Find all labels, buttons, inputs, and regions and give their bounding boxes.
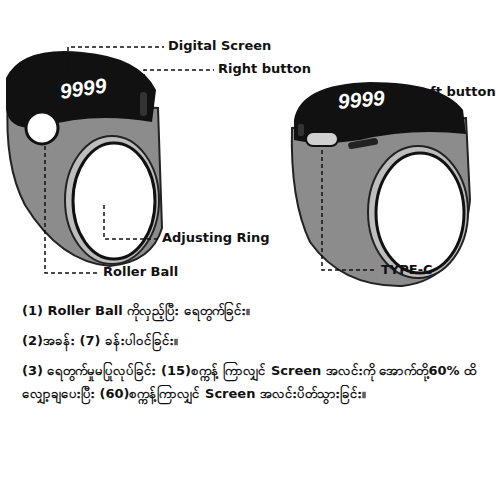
part-label: Roller Ball [103,264,178,279]
instruction-note: (2)အခန်း (7) ခန်းပါဝင်ခြင်း။ [22,330,487,353]
roller-ball [26,112,58,144]
leader-line [104,205,158,239]
instruction-note: (3) ရေတွက်မှုမပြုလုပ်ခြင်း (15)စက္ကန့် က… [22,360,482,406]
type-c-port [306,132,338,146]
leader-line [45,146,99,273]
button-edge [298,124,304,136]
right-button [140,92,147,116]
part-label: Adjusting Ring [162,230,270,245]
counter-body [292,118,470,286]
adjusting-ring-rim [65,136,159,264]
instruction-note: (1) Roller Ball ကိုလှည့်ပြီး ရေတွက်ခြင်း… [22,300,487,323]
leader-line [455,103,457,132]
part-label: Digital Screen [168,38,271,53]
leader-lines [45,47,456,273]
counter-cap [6,51,156,128]
part-label: Right button [218,61,311,76]
screen-digits: 9999 [337,86,386,114]
leader-line [144,70,214,92]
part-label: Left button [413,84,496,99]
leader-line [322,150,377,270]
part-label: TYPE-C [381,262,433,277]
counter-body [7,100,162,266]
adjusting-ring-rim [368,146,468,278]
adjusting-ring [73,143,155,259]
adjusting-ring [376,153,464,273]
left-button [348,137,379,149]
leader-line [68,47,164,72]
